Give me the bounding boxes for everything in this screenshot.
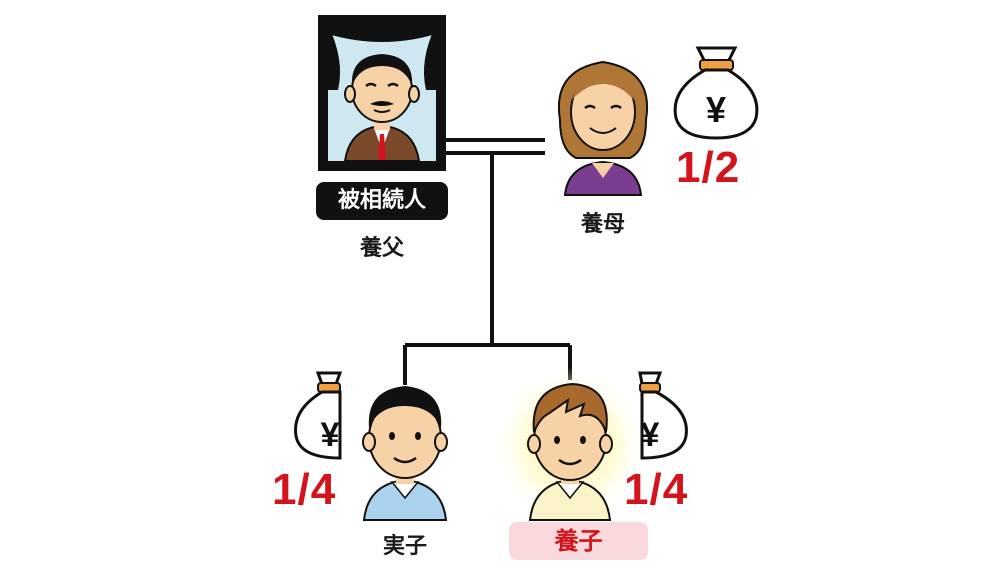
relationship-lines — [403, 138, 572, 385]
money-bag-icon: ¥ — [294, 371, 343, 460]
adopted-child-share: 1/4 — [624, 465, 689, 514]
deceased-portrait — [318, 15, 446, 171]
yen-symbol: ¥ — [321, 416, 340, 454]
money-bag-icon: ¥ — [673, 46, 759, 140]
biological-child-label: 実子 — [382, 534, 427, 559]
adoptive-mother-figure — [557, 60, 649, 196]
money-bag-icon: ¥ — [638, 371, 688, 460]
adopted-child-badge: 養子 — [509, 522, 648, 560]
deceased-badge: 被相続人 — [316, 182, 448, 220]
biological-child-figure — [362, 386, 448, 521]
adoptive-mother-label: 養母 — [580, 212, 625, 237]
yen-symbol: ¥ — [641, 416, 660, 454]
deceased-label: 養父 — [359, 236, 404, 261]
adoptive-mother-share: 1/2 — [676, 143, 741, 192]
yen-symbol: ¥ — [706, 89, 726, 130]
biological-child-share: 1/4 — [272, 465, 337, 514]
adopted-child-figure — [527, 382, 613, 521]
